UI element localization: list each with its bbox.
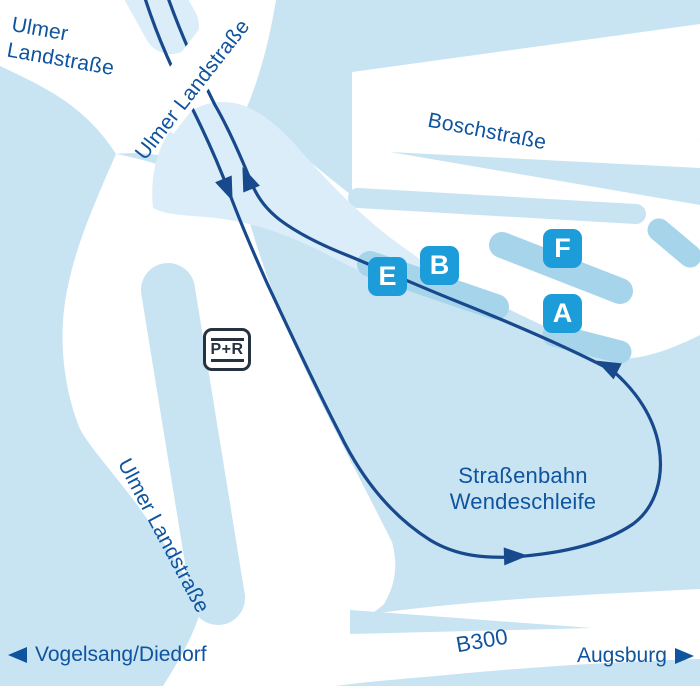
road-b300 xyxy=(163,589,700,686)
label-knockout xyxy=(138,12,248,134)
direction-east: Augsburg xyxy=(577,644,694,668)
sign-bar xyxy=(210,358,244,362)
tram-arrow-down-icon xyxy=(215,175,233,202)
tram-arrow-northwest-icon xyxy=(596,360,622,380)
direction-west: Vogelsang/Diedorf xyxy=(8,643,207,667)
platform-f xyxy=(489,232,633,304)
tram-arrow-up-icon xyxy=(242,166,260,193)
stop-badge-f: F xyxy=(543,229,582,268)
platform-a xyxy=(542,323,632,364)
park-and-ride-sign: P+R xyxy=(203,328,251,371)
tram-loop-label-line2: Wendeschleife xyxy=(449,489,597,514)
tram-loop-label: Straßenbahn Wendeschleife xyxy=(450,463,597,515)
tram-arrow-east-icon xyxy=(503,547,528,566)
arrow-left-icon xyxy=(8,647,27,663)
park-and-ride-label: P+R xyxy=(210,340,244,358)
corner-b300 xyxy=(560,661,700,686)
stop-badge-e: E xyxy=(368,257,407,296)
tram-corridor-hill xyxy=(152,102,434,289)
tram-loop-line xyxy=(143,0,663,559)
sign-bar xyxy=(210,337,244,341)
tram-corridor-top xyxy=(124,0,199,54)
stop-badge-b: B xyxy=(420,246,459,285)
direction-east-label: Augsburg xyxy=(577,644,667,667)
direction-west-label: Vogelsang/Diedorf xyxy=(35,643,207,666)
tram-loop-label-line1: Straßenbahn xyxy=(458,463,588,488)
parking-strip xyxy=(141,263,245,625)
stop-badge-a: A xyxy=(543,294,582,333)
median-platform-street xyxy=(348,188,646,224)
median-b300 xyxy=(350,610,592,634)
median-boschstrasse xyxy=(390,152,700,205)
arrow-right-icon xyxy=(674,648,694,664)
platform-east xyxy=(647,218,700,268)
